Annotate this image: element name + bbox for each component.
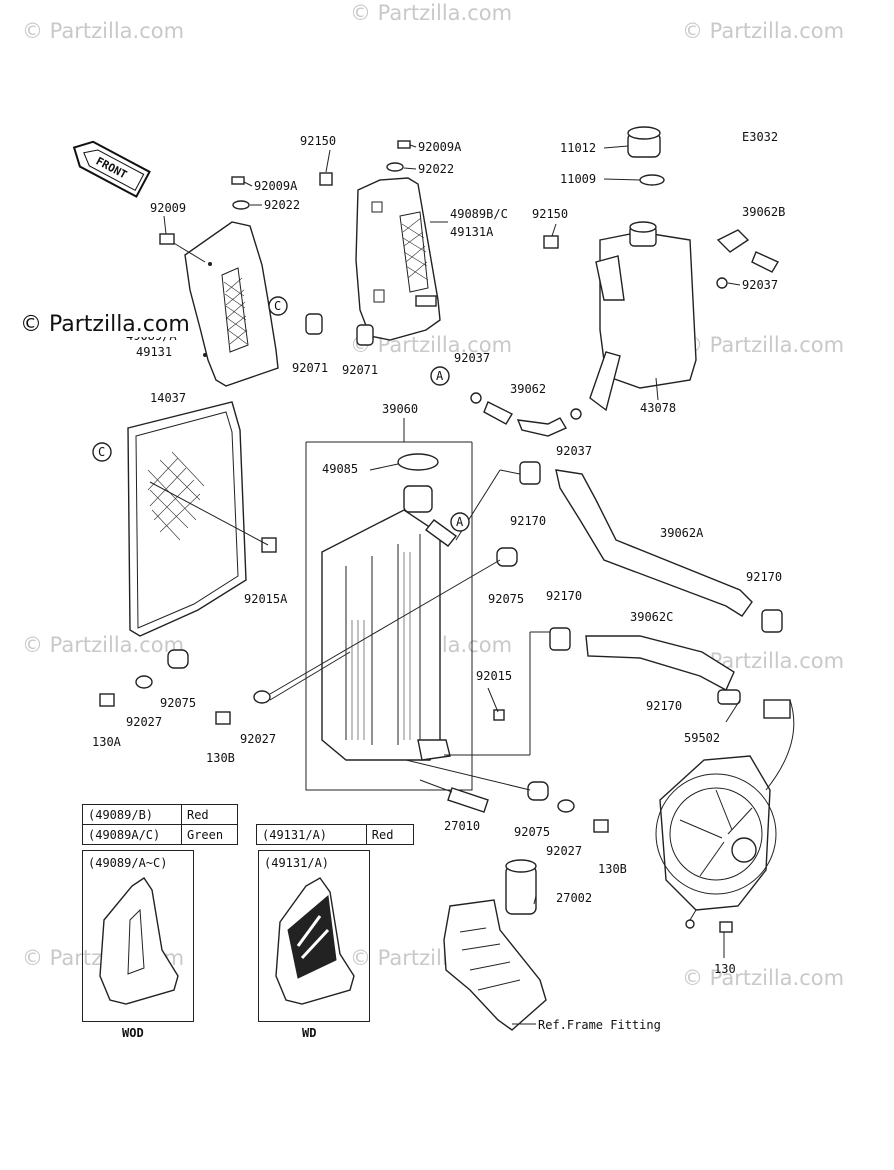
part-label: 43078 — [640, 401, 676, 415]
part-label: 39062A — [660, 526, 704, 540]
color-table-emblem: (49131/A) Red — [256, 824, 415, 845]
callout-c: C — [98, 445, 105, 459]
part-label: 92015 — [476, 669, 512, 683]
radiator-grille — [127, 401, 277, 637]
table-cell: Green — [180, 824, 239, 845]
part-label: 11009 — [560, 172, 596, 186]
ref-frame-label: Ref.Frame Fitting — [538, 1018, 661, 1032]
inset-caption-wod: WOD — [122, 1026, 144, 1040]
inset-box-wod — [82, 850, 194, 1022]
part-label: 92037 — [454, 351, 490, 365]
part-label: 49085 — [322, 462, 358, 476]
part-label: 92150 — [300, 134, 336, 148]
callout-a: A — [436, 369, 444, 383]
part-label: 92071 — [292, 361, 328, 375]
part-label: 92022 — [418, 162, 454, 176]
part-label: 27002 — [556, 891, 592, 905]
reservoir-tank — [589, 126, 697, 412]
part-label: 92170 — [510, 514, 546, 528]
watermark: © Partzilla.com — [682, 333, 844, 357]
part-label: 130B — [598, 862, 627, 876]
part-label: 130 — [714, 962, 736, 976]
part-label: 92009A — [418, 140, 462, 154]
small-hoses — [470, 229, 780, 437]
part-label: 92170 — [546, 589, 582, 603]
part-label: 130B — [206, 751, 235, 765]
part-label: 49089B/C — [450, 207, 508, 221]
small-hardware — [231, 140, 559, 346]
part-label: 92027 — [240, 732, 276, 746]
part-label: 49131 — [136, 345, 172, 359]
part-label: 92022 — [264, 198, 300, 212]
callout-c: C — [274, 299, 281, 313]
table-row: (49131/A) Red — [256, 824, 415, 845]
part-label: 59502 — [684, 731, 720, 745]
inset-box-wd — [258, 850, 370, 1022]
part-labels: 92150 92009A 92022 11012 11009 92009A 92… — [92, 134, 785, 1032]
part-label: 92075 — [514, 825, 550, 839]
part-label: 92037 — [742, 278, 778, 292]
copyright-text: © Partzilla.com — [18, 312, 192, 337]
part-label: 14037 — [150, 391, 186, 405]
right-shroud — [355, 177, 441, 341]
part-label: 92037 — [556, 444, 592, 458]
part-label: 92009 — [150, 201, 186, 215]
table-row: (49089A/C) Green — [82, 824, 239, 845]
table-cell: (49089A/C) — [82, 824, 182, 845]
part-label: 130A — [92, 735, 122, 749]
part-label: 92170 — [646, 699, 682, 713]
watermark: © Partzilla.com — [682, 19, 844, 43]
callout-a: A — [456, 515, 464, 529]
part-label: 92015A — [244, 592, 288, 606]
part-label: 92027 — [546, 844, 582, 858]
inset-drawing-wod — [99, 877, 179, 1005]
table-cell: (49131/A) — [256, 824, 367, 845]
part-label: 92075 — [488, 592, 524, 606]
watermarks: © Partzilla.com © Partzilla.com © Partzi… — [22, 1, 844, 990]
inset-title-wd: (49131/A) — [264, 856, 330, 870]
watermark: © Partzilla.com — [22, 19, 184, 43]
table-cell: Red — [180, 804, 239, 825]
watermark: © Partzilla.com — [682, 966, 844, 990]
watermark: © Partzilla.com — [22, 633, 184, 657]
part-label: 39060 — [382, 402, 418, 416]
part-label: 92009A — [254, 179, 298, 193]
part-label: 92170 — [746, 570, 782, 584]
part-label: 92071 — [342, 363, 378, 377]
part-label: 49131A — [450, 225, 494, 239]
radiator — [305, 441, 473, 791]
inset-caption-wd: WD — [302, 1026, 317, 1040]
part-label: 92150 — [532, 207, 568, 221]
part-label: 92027 — [126, 715, 162, 729]
part-label: 39062 — [510, 382, 546, 396]
fan-switch — [419, 779, 489, 813]
table-cell: Red — [365, 824, 415, 845]
fasteners — [99, 547, 733, 933]
diagram-code: E3032 — [742, 130, 778, 144]
table-cell: (49089/B) — [82, 804, 182, 825]
watermark: © Partzilla.com — [350, 1, 512, 25]
inset-drawing-wd — [275, 877, 355, 1005]
front-arrow: FRONT — [72, 140, 151, 198]
table-row: (49089/B) Red — [82, 804, 239, 825]
part-label: 39062B — [742, 205, 785, 219]
callouts: C C A A — [92, 296, 470, 532]
part-label: 39062C — [630, 610, 673, 624]
color-table-shroud: (49089/B) Red (49089A/C) Green — [82, 804, 239, 845]
leader-lines — [163, 144, 741, 1025]
bracket — [443, 859, 547, 1031]
part-label: 11012 — [560, 141, 596, 155]
cooling-fan — [655, 699, 795, 929]
part-label: 92075 — [160, 696, 196, 710]
inset-title-wod: (49089/A~C) — [88, 856, 168, 870]
part-label: 27010 — [444, 819, 480, 833]
left-shroud — [159, 221, 279, 387]
main-hoses — [444, 461, 783, 756]
